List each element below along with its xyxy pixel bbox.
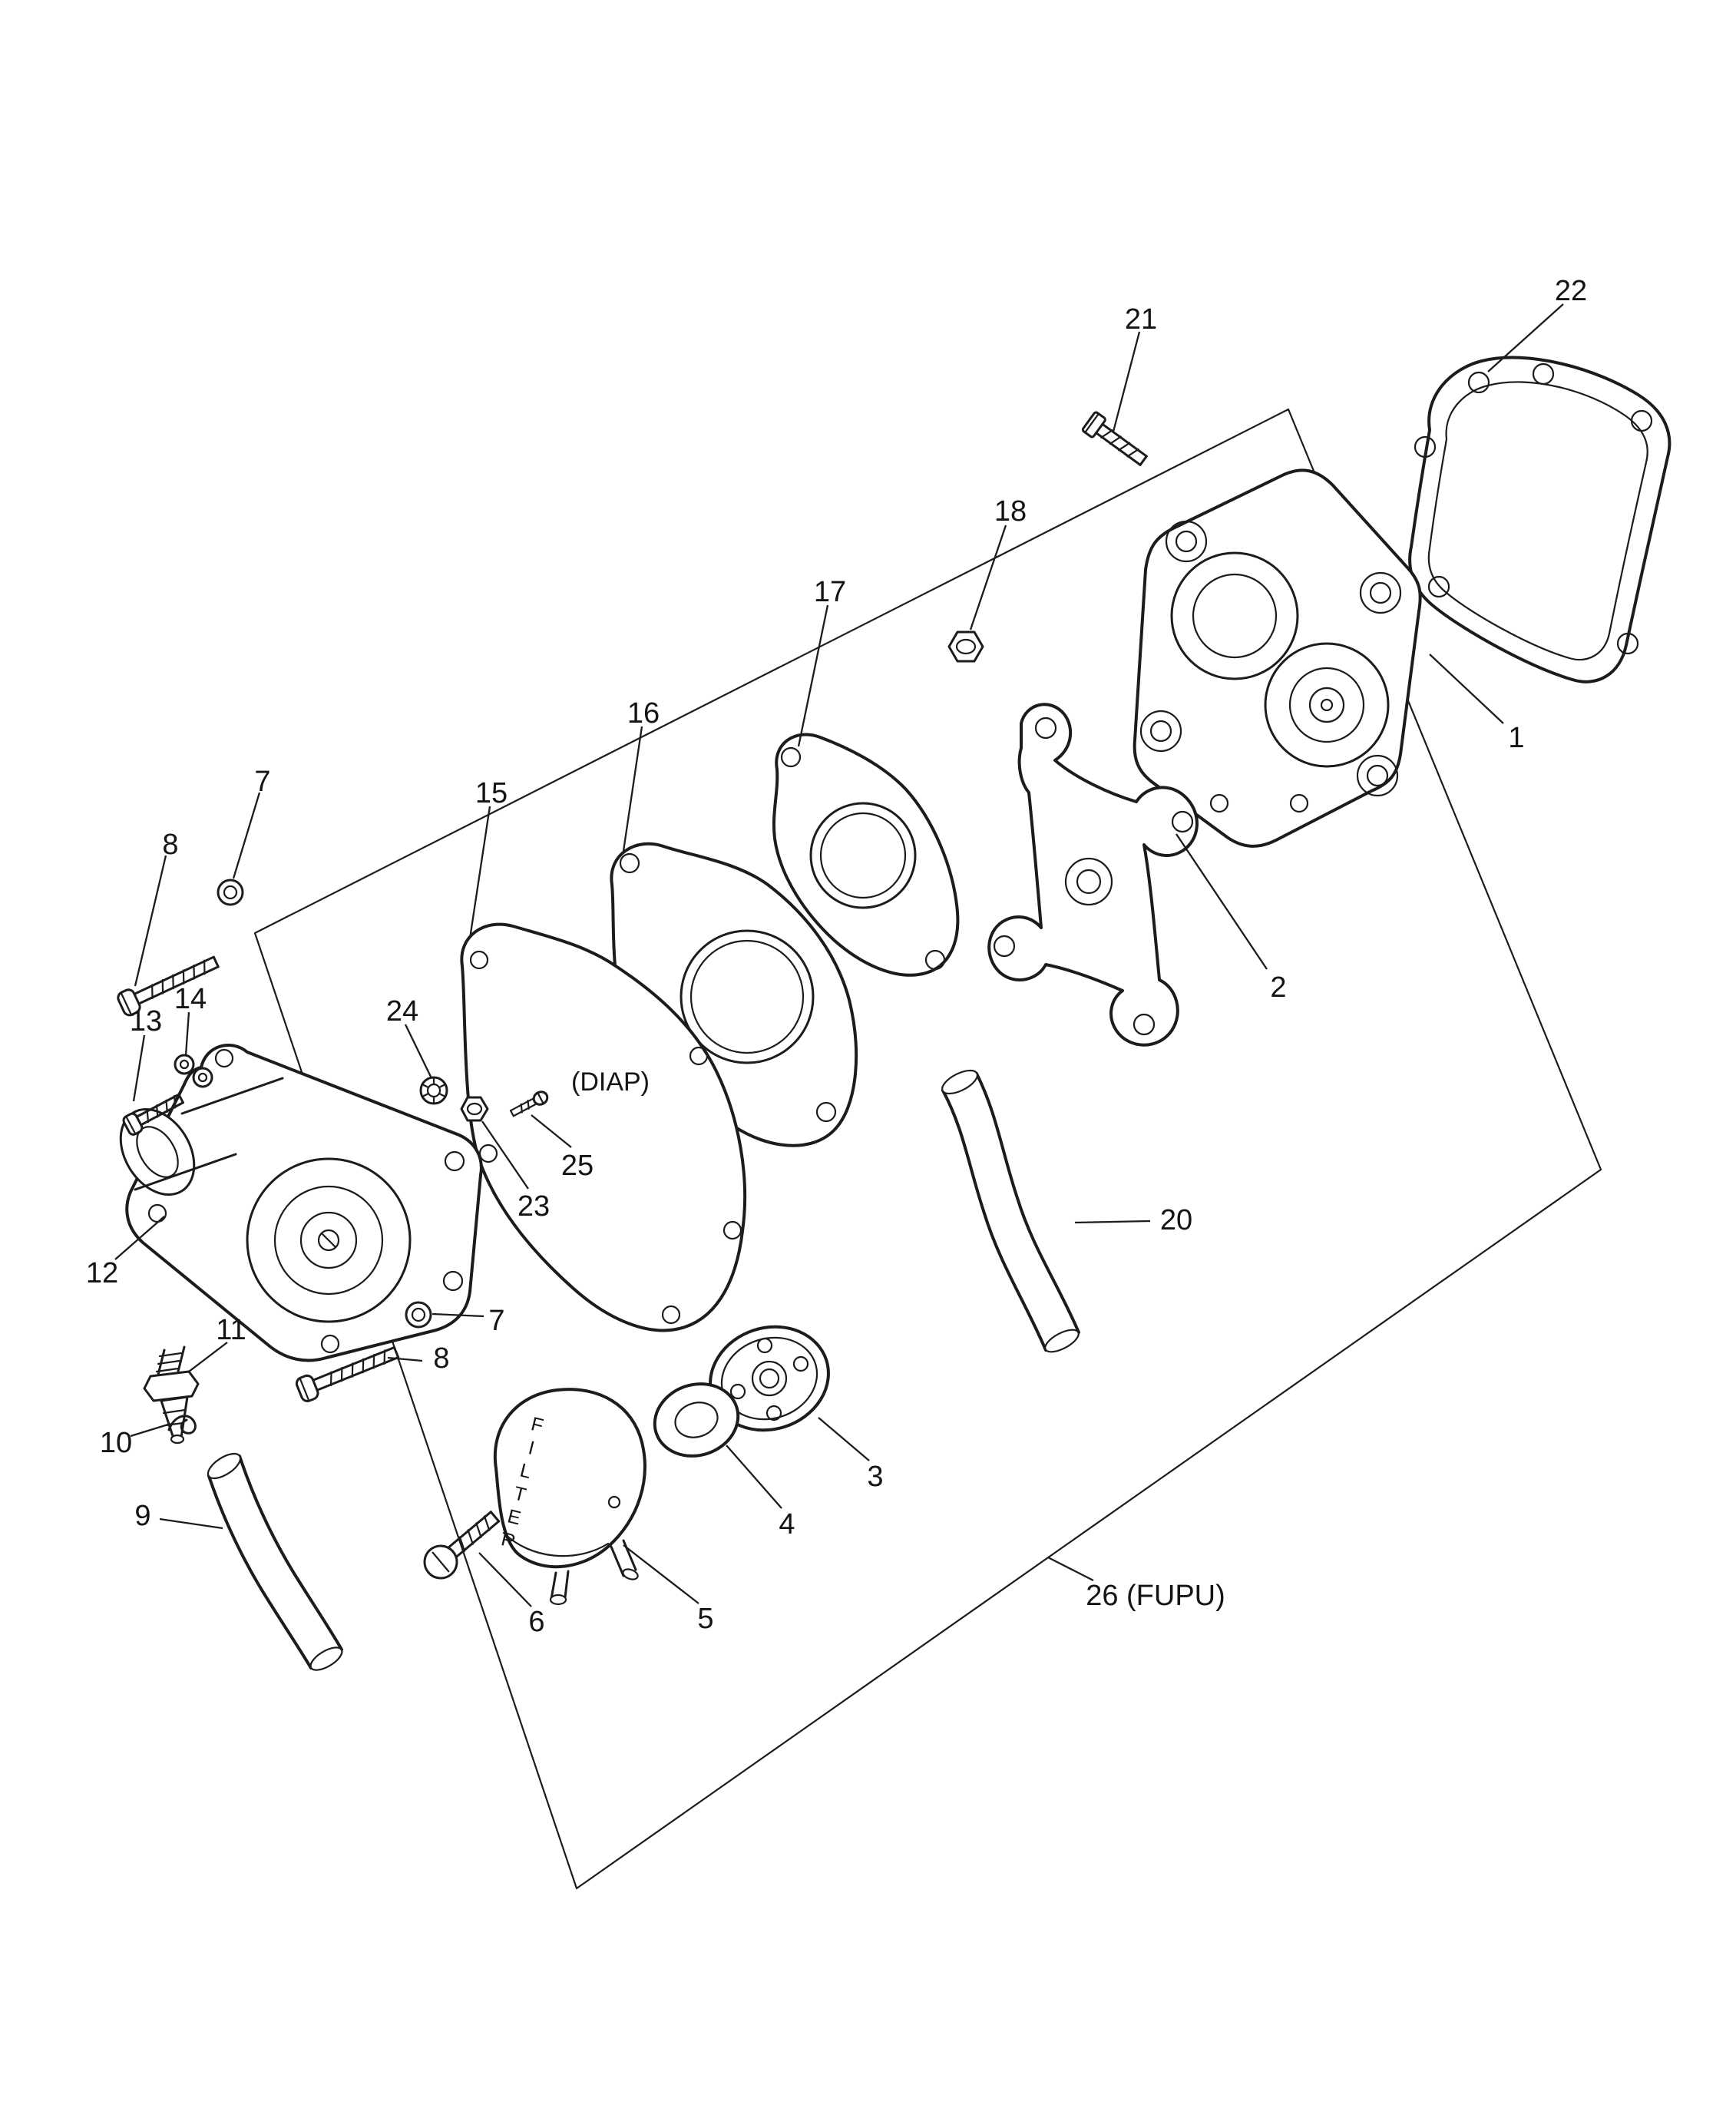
callout-1: 1 xyxy=(1508,722,1524,754)
part-22-cover-gasket xyxy=(1408,356,1672,683)
callout-23: 23 xyxy=(517,1190,550,1223)
part-8a-screw xyxy=(117,955,220,1017)
callout-18: 18 xyxy=(994,495,1027,528)
callout-3: 3 xyxy=(867,1461,883,1493)
part-13-screw xyxy=(122,1093,184,1136)
callout-8b: 8 xyxy=(433,1342,449,1375)
leader-lines xyxy=(114,303,1564,1607)
callout-14: 14 xyxy=(174,983,207,1015)
part-7a-washer xyxy=(217,879,244,906)
callout-25: 25 xyxy=(561,1150,594,1182)
callout-8a: 8 xyxy=(162,829,178,861)
callout-5: 5 xyxy=(697,1603,713,1635)
part-20-fuel-hose xyxy=(941,1069,1080,1353)
part-9-fuel-hose xyxy=(207,1452,343,1671)
diaphragm-label: (DIAP) xyxy=(571,1067,650,1097)
part-23-nut xyxy=(460,1096,489,1122)
callout-6: 6 xyxy=(528,1606,544,1638)
callout-10: 10 xyxy=(100,1427,132,1459)
part-15-diaphragm: (DIAP) xyxy=(460,922,747,1332)
diagram-border xyxy=(253,408,1602,1890)
callout-13: 13 xyxy=(130,1005,162,1038)
callout-7a: 7 xyxy=(254,766,270,798)
part-4-seal-ring xyxy=(653,1382,740,1458)
callout-17: 17 xyxy=(814,576,846,608)
callout-26: 26 (FUPU) xyxy=(1086,1580,1225,1612)
part-14-washers xyxy=(174,1054,213,1088)
part-24-washer xyxy=(419,1076,448,1105)
part-21-screw xyxy=(1081,411,1148,466)
part-2-check-valve-plate xyxy=(987,703,1199,1047)
part-18-nut xyxy=(947,630,984,663)
part-7b-washer xyxy=(405,1301,432,1329)
callout-2: 2 xyxy=(1270,971,1286,1004)
callout-16: 16 xyxy=(627,697,660,730)
callout-12: 12 xyxy=(86,1257,118,1289)
callout-24: 24 xyxy=(386,995,418,1028)
part-25-screw xyxy=(509,1090,549,1117)
part-1-pump-cover xyxy=(1133,468,1422,848)
part-8b-screw xyxy=(295,1346,400,1402)
callout-22: 22 xyxy=(1555,275,1587,307)
callout-4: 4 xyxy=(779,1508,795,1541)
callout-20: 20 xyxy=(1160,1204,1192,1236)
callout-15: 15 xyxy=(475,777,508,809)
callout-21: 21 xyxy=(1125,303,1157,336)
callout-9: 9 xyxy=(134,1500,150,1532)
part-17-gasket-plate xyxy=(772,733,960,977)
part-10-spring-clamp xyxy=(167,1415,197,1435)
callout-11: 11 xyxy=(216,1314,246,1346)
callout-labels: 1 2 3 4 5 6 7 7 8 8 9 10 11 12 13 14 15 … xyxy=(86,275,1587,1638)
part-3-filter-base xyxy=(709,1325,830,1432)
part-5-filter-cover: FILTER xyxy=(493,1388,646,1606)
part-6-screw xyxy=(423,1511,501,1580)
callout-7b: 7 xyxy=(488,1305,504,1337)
part-12-pump-body xyxy=(119,1044,483,1362)
